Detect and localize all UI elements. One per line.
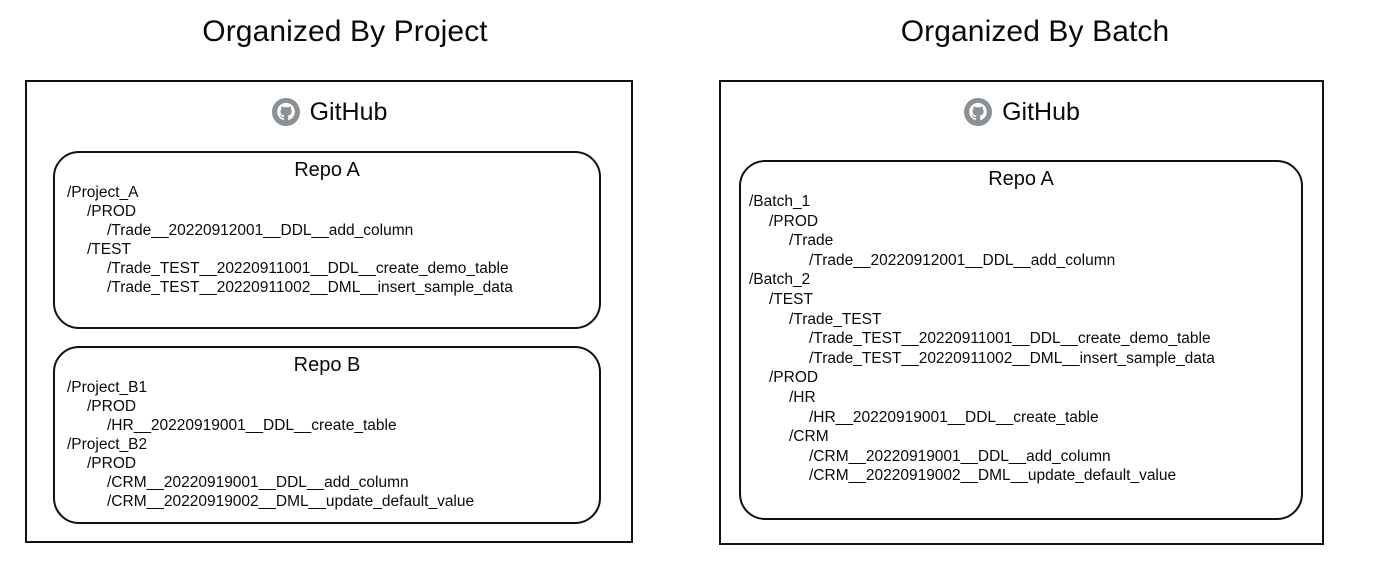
tree-line: /Project_B1 xyxy=(67,379,148,396)
repo-title-b-left: Repo B xyxy=(293,354,361,376)
github-icon xyxy=(964,97,993,127)
tree-line: /PROD xyxy=(769,212,819,230)
panel-organized-by-project: Organized By Project GitHub Repo A /Proj… xyxy=(25,15,633,543)
tree-line: /Batch_2 xyxy=(749,271,811,289)
file-tree-b-left: /Project_B1 /PROD /HR__20220919001__DDL_… xyxy=(55,377,599,511)
repo-card-b-left: Repo B /Project_B1 /PROD /HR__2022091900… xyxy=(53,346,601,524)
github-host-container-left: GitHub Repo A /Project_A /PROD /Trade__2… xyxy=(25,80,633,543)
github-host-header-right: GitHub xyxy=(721,86,1322,138)
tree-line: /HR xyxy=(789,388,816,406)
panel-title-left: Organized By Project xyxy=(202,15,488,48)
tree-line: /HR__20220919001__DDL__create_table xyxy=(809,408,1099,426)
tree-line: /Trade_TEST__20220911002__DML__insert_sa… xyxy=(809,349,1215,367)
github-host-label-left: GitHub xyxy=(309,98,388,126)
tree-line: /CRM__20220919001__DDL__add_column xyxy=(809,447,1111,465)
github-host-label-right: GitHub xyxy=(1002,98,1080,126)
tree-line: /CRM__20220919002__DML__update_default_v… xyxy=(107,493,475,510)
tree-line: /Trade__20220912001__DDL__add_column xyxy=(107,222,414,239)
github-host-container-right: GitHub Repo A /Batch_1 /PROD /Trade /Tra… xyxy=(719,80,1324,545)
file-tree-a-left: /Project_A /PROD /Trade__20220912001__DD… xyxy=(55,182,599,297)
tree-line: /PROD xyxy=(87,203,137,220)
tree-line: /CRM__20220919001__DDL__add_column xyxy=(107,474,409,491)
tree-line: /TEST xyxy=(87,241,131,258)
tree-line: /Project_B2 xyxy=(67,436,148,453)
github-icon xyxy=(271,97,300,127)
tree-line: /TEST xyxy=(769,290,813,308)
tree-line: /Trade__20220912001__DDL__add_column xyxy=(809,251,1116,269)
repo-card-a-right: Repo A /Batch_1 /PROD /Trade /Trade__202… xyxy=(739,160,1303,520)
tree-line: /CRM xyxy=(789,428,829,446)
panel-title-right: Organized By Batch xyxy=(900,15,1170,48)
github-host-header-left: GitHub xyxy=(27,86,631,138)
repo-title-a-right: Repo A xyxy=(988,168,1054,190)
tree-line: /Trade xyxy=(789,232,834,250)
tree-line: /HR__20220919001__DDL__create_table xyxy=(107,417,397,434)
repo-title-a-left: Repo A xyxy=(294,159,360,181)
repo-card-a-left: Repo A /Project_A /PROD /Trade__20220912… xyxy=(53,151,601,329)
tree-line: /Trade_TEST__20220911002__DML__insert_sa… xyxy=(107,279,513,296)
tree-line: /Trade_TEST xyxy=(789,310,882,328)
tree-line: /PROD xyxy=(87,455,137,472)
tree-line: /Trade_TEST__20220911001__DDL__create_de… xyxy=(107,260,509,277)
tree-line: /Batch_1 xyxy=(749,193,811,210)
tree-line: /PROD xyxy=(87,398,137,415)
file-tree-a-right: /Batch_1 /PROD /Trade /Trade__2022091200… xyxy=(741,191,1301,486)
tree-line: /Trade_TEST__20220911001__DDL__create_de… xyxy=(809,330,1211,348)
tree-line: /PROD xyxy=(769,369,819,387)
tree-line: /CRM__20220919002__DML__update_default_v… xyxy=(809,467,1177,485)
tree-line: /Project_A xyxy=(67,184,139,201)
panel-organized-by-batch: Organized By Batch GitHub Repo A /Batch_… xyxy=(690,0,1380,568)
